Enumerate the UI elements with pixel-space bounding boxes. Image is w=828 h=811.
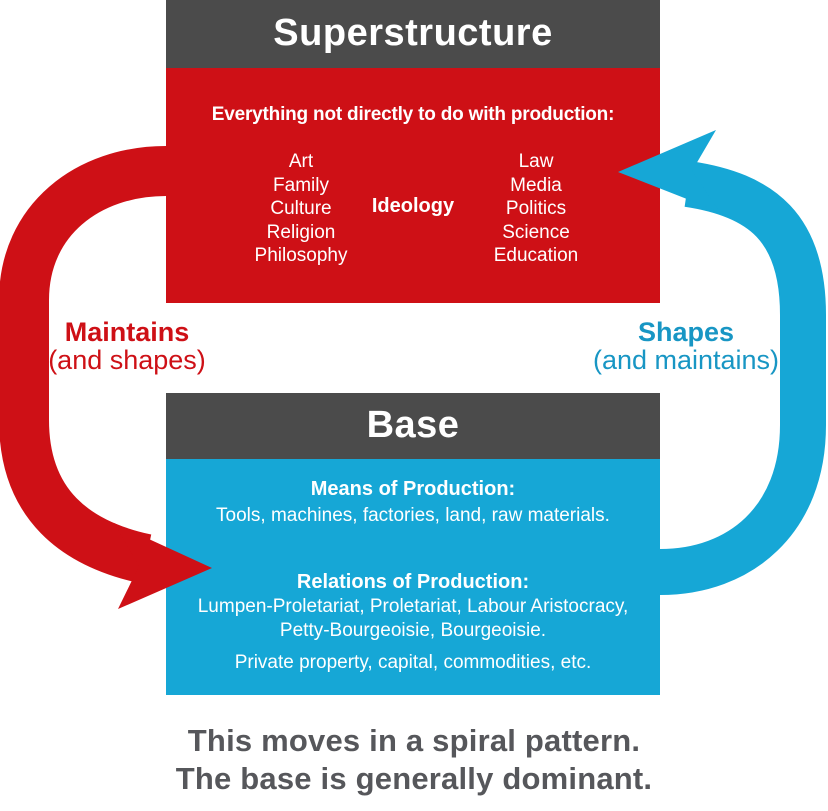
list-item: Law [518,151,554,172]
base-header: Base [166,393,660,459]
caption-line1: This moves in a spiral pattern. [187,723,641,758]
base-panel: Base Means of Production: Tools, machine… [166,393,660,695]
superstructure-left-column: Art Family Culture Religion Philosophy [166,150,436,268]
list-item: Education [493,245,579,266]
production-heading: Everything not directly to do with produ… [211,104,615,125]
shapes-label-line1: Shapes [637,317,735,347]
relations-of-production-heading: Relations of Production: [296,571,530,593]
list-item: Family [273,174,329,196]
maintains-label-line1: Maintains [64,317,190,347]
superstructure-title: Superstructure [273,12,553,54]
superstructure-body: Everything not directly to do with produ… [166,68,660,303]
superstructure-header: Superstructure [166,0,660,68]
means-of-production-items: Tools, machines, factories, land, raw ma… [216,505,610,526]
list-item: Media [510,174,562,196]
list-item: Politics [505,198,567,219]
caption-line2: The base is generally dominant. [175,761,653,796]
superstructure-right-column: Law Media Politics Science Education [412,150,660,268]
means-of-production-heading: Means of Production: [310,478,516,500]
relations-of-production-line1: Lumpen-Proletariat, Proletariat, Labour … [197,596,629,617]
shapes-arrow-shaft [659,161,826,595]
list-item: Science [502,221,570,243]
list-item: Philosophy [254,245,348,266]
shapes-label: Shapes (and maintains) [579,318,793,374]
shapes-label-line2: (and maintains) [592,345,780,375]
list-item: Religion [266,221,336,243]
caption: This moves in a spiral pattern. The base… [0,722,828,798]
list-item: Art [288,151,314,172]
maintains-label-line2: (and shapes) [48,345,206,375]
maintains-label: Maintains (and shapes) [20,318,234,374]
ideology-label: Ideology [371,195,455,217]
base-body: Means of Production: Tools, machines, fa… [166,459,660,695]
relations-extra-line: Private property, capital, commodities, … [234,652,592,673]
base-title: Base [366,404,460,446]
relations-of-production-line2: Petty-Bourgeoisie, Bourgeoisie. [279,620,547,641]
list-item: Culture [270,198,332,219]
superstructure-panel: Superstructure Everything not directly t… [166,0,660,303]
